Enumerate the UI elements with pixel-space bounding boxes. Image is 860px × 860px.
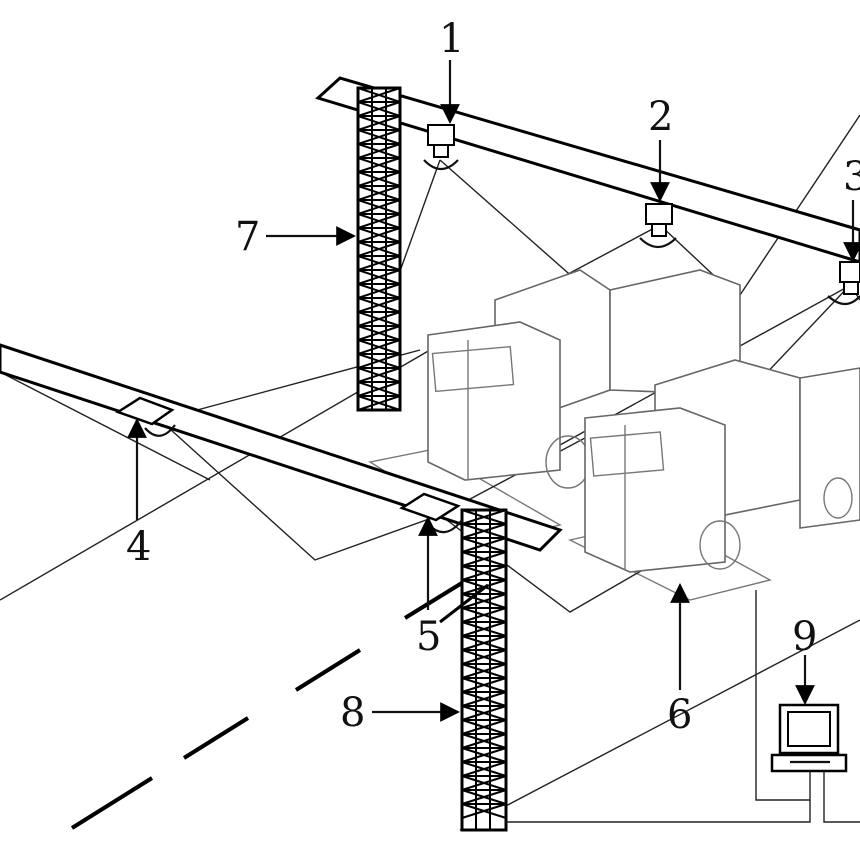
cables (506, 590, 860, 823)
lattice-tower-upper (356, 86, 402, 412)
callout-arrows (127, 60, 860, 722)
label-4: 4 (126, 524, 151, 570)
label-3: 3 (843, 154, 860, 200)
label-5: 5 (416, 614, 441, 660)
overhead-camera-2 (639, 203, 677, 249)
label-8: 8 (340, 690, 365, 736)
lattice-tower-lower (460, 508, 508, 832)
callout-labels: 1 2 3 4 5 6 7 8 9 (126, 16, 860, 738)
overhead-camera-1 (423, 124, 459, 171)
truck-back (427, 269, 741, 489)
label-1: 1 (439, 16, 464, 62)
label-9: 9 (792, 614, 817, 660)
overhead-camera-3 (827, 261, 860, 306)
label-2: 2 (648, 94, 673, 140)
dashed-center-line (70, 576, 472, 830)
truck-front (584, 359, 860, 573)
computer-terminal (770, 703, 848, 773)
label-6: 6 (667, 692, 692, 738)
label-7: 7 (235, 214, 260, 260)
